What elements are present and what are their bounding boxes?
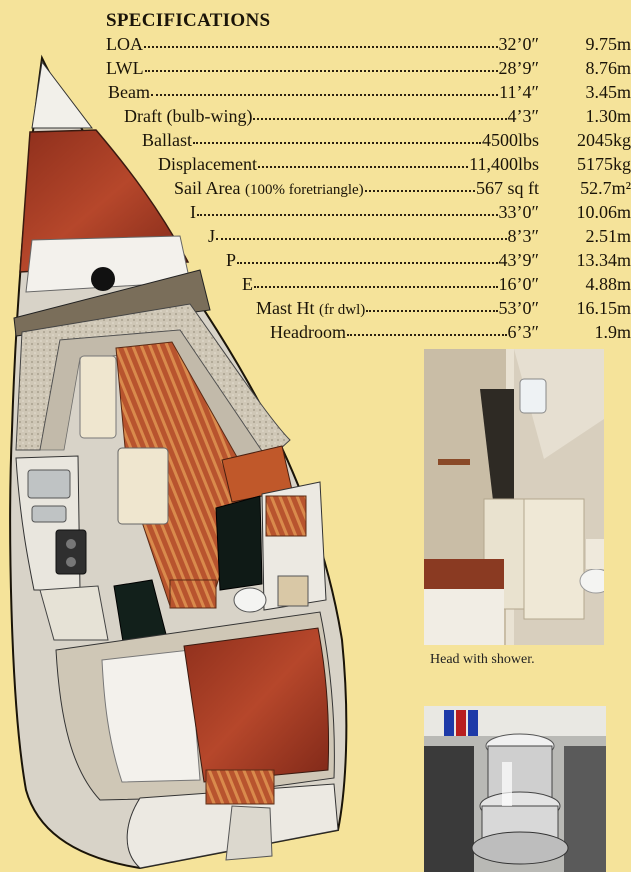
spec-label: I: [190, 202, 196, 222]
spec-label: J: [208, 226, 216, 246]
spec-row-mast-height: Mast Ht (fr dwl) 53’0″ 16.15m: [256, 298, 631, 321]
spec-metric: 10.06m: [576, 202, 631, 222]
spec-label: E: [242, 274, 253, 294]
spec-row-loa: LOA 32’0″ 9.75m: [106, 34, 631, 56]
spec-row-headroom: Headroom 6’3″ 1.9m: [270, 322, 631, 344]
spec-metric: 52.7m²: [580, 178, 631, 198]
spec-metric: 8.76m: [585, 58, 631, 78]
spec-label: Displacement: [158, 154, 257, 174]
spec-imperial: 43’9″: [498, 250, 540, 270]
spec-metric: 9.75m: [585, 34, 631, 54]
spec-label: LWL: [106, 58, 144, 78]
spec-imperial: 53’0″: [498, 298, 540, 318]
spec-row-p: P 43’9″ 13.34m: [226, 250, 631, 272]
spec-metric: 2.51m: [585, 226, 631, 246]
spec-imperial: 11,400lbs: [469, 154, 539, 174]
spec-label: Draft (bulb-wing): [124, 106, 253, 126]
spec-label: Mast Ht (fr dwl): [256, 298, 365, 321]
spec-metric: 4.88m: [585, 274, 631, 294]
spec-metric: 1.9m: [594, 322, 631, 342]
boat-deck-plan-illustration: [9, 54, 348, 870]
spec-row-sail-area: Sail Area (100% foretriangle) 567 sq ft …: [174, 178, 631, 201]
spec-row-draft: Draft (bulb-wing) 4’3″ 1.30m: [124, 106, 631, 128]
spec-label-main: Mast Ht: [256, 298, 315, 318]
spec-row-beam: Beam 11’4″ 3.45m: [108, 82, 631, 104]
spec-metric: 13.34m: [576, 250, 631, 270]
spec-imperial: 11’4″: [499, 82, 539, 102]
spec-row-e: E 16’0″ 4.88m: [242, 274, 631, 296]
spec-row-j: J 8’3″ 2.51m: [208, 226, 631, 248]
spec-metric: 16.15m: [576, 298, 631, 318]
head-photo-caption: Head with shower.: [430, 652, 535, 667]
spec-imperial: 6’3″: [507, 322, 540, 342]
spec-metric: 1.30m: [585, 106, 631, 126]
spec-label-note: (fr dwl): [319, 302, 366, 318]
spec-imperial: 4’3″: [507, 106, 540, 126]
spec-metric: 5175kg: [577, 154, 631, 174]
winch-photo: [424, 706, 606, 872]
spec-label: Beam: [108, 82, 150, 102]
spec-label: Ballast: [142, 130, 192, 150]
spec-label-note: (100% foretriangle): [244, 182, 364, 198]
spec-row-displacement: Displacement 11,400lbs 5175kg: [158, 154, 631, 176]
spec-imperial: 8’3″: [507, 226, 540, 246]
spec-label: Sail Area (100% foretriangle): [174, 178, 364, 201]
spec-label-main: Sail Area: [174, 178, 241, 198]
spec-label: LOA: [106, 34, 143, 54]
specifications-title: SPECIFICATIONS: [106, 10, 271, 31]
spec-metric: 3.45m: [585, 82, 631, 102]
spec-imperial: 33’0″: [498, 202, 540, 222]
spec-imperial: 32’0″: [498, 34, 540, 54]
spec-imperial: 16’0″: [498, 274, 540, 294]
spec-row-i: I 33’0″ 10.06m: [190, 202, 631, 224]
head-with-shower-photo: [424, 349, 604, 645]
spec-metric: 2045kg: [577, 130, 631, 150]
spec-imperial: 4500lbs: [481, 130, 539, 150]
spec-label: Headroom: [270, 322, 346, 342]
spec-imperial: 567 sq ft: [476, 178, 539, 198]
spec-imperial: 28’9″: [498, 58, 540, 78]
spec-row-ballast: Ballast 4500lbs 2045kg: [142, 130, 631, 152]
spec-row-lwl: LWL 28’9″ 8.76m: [106, 58, 631, 80]
spec-label: P: [226, 250, 237, 270]
